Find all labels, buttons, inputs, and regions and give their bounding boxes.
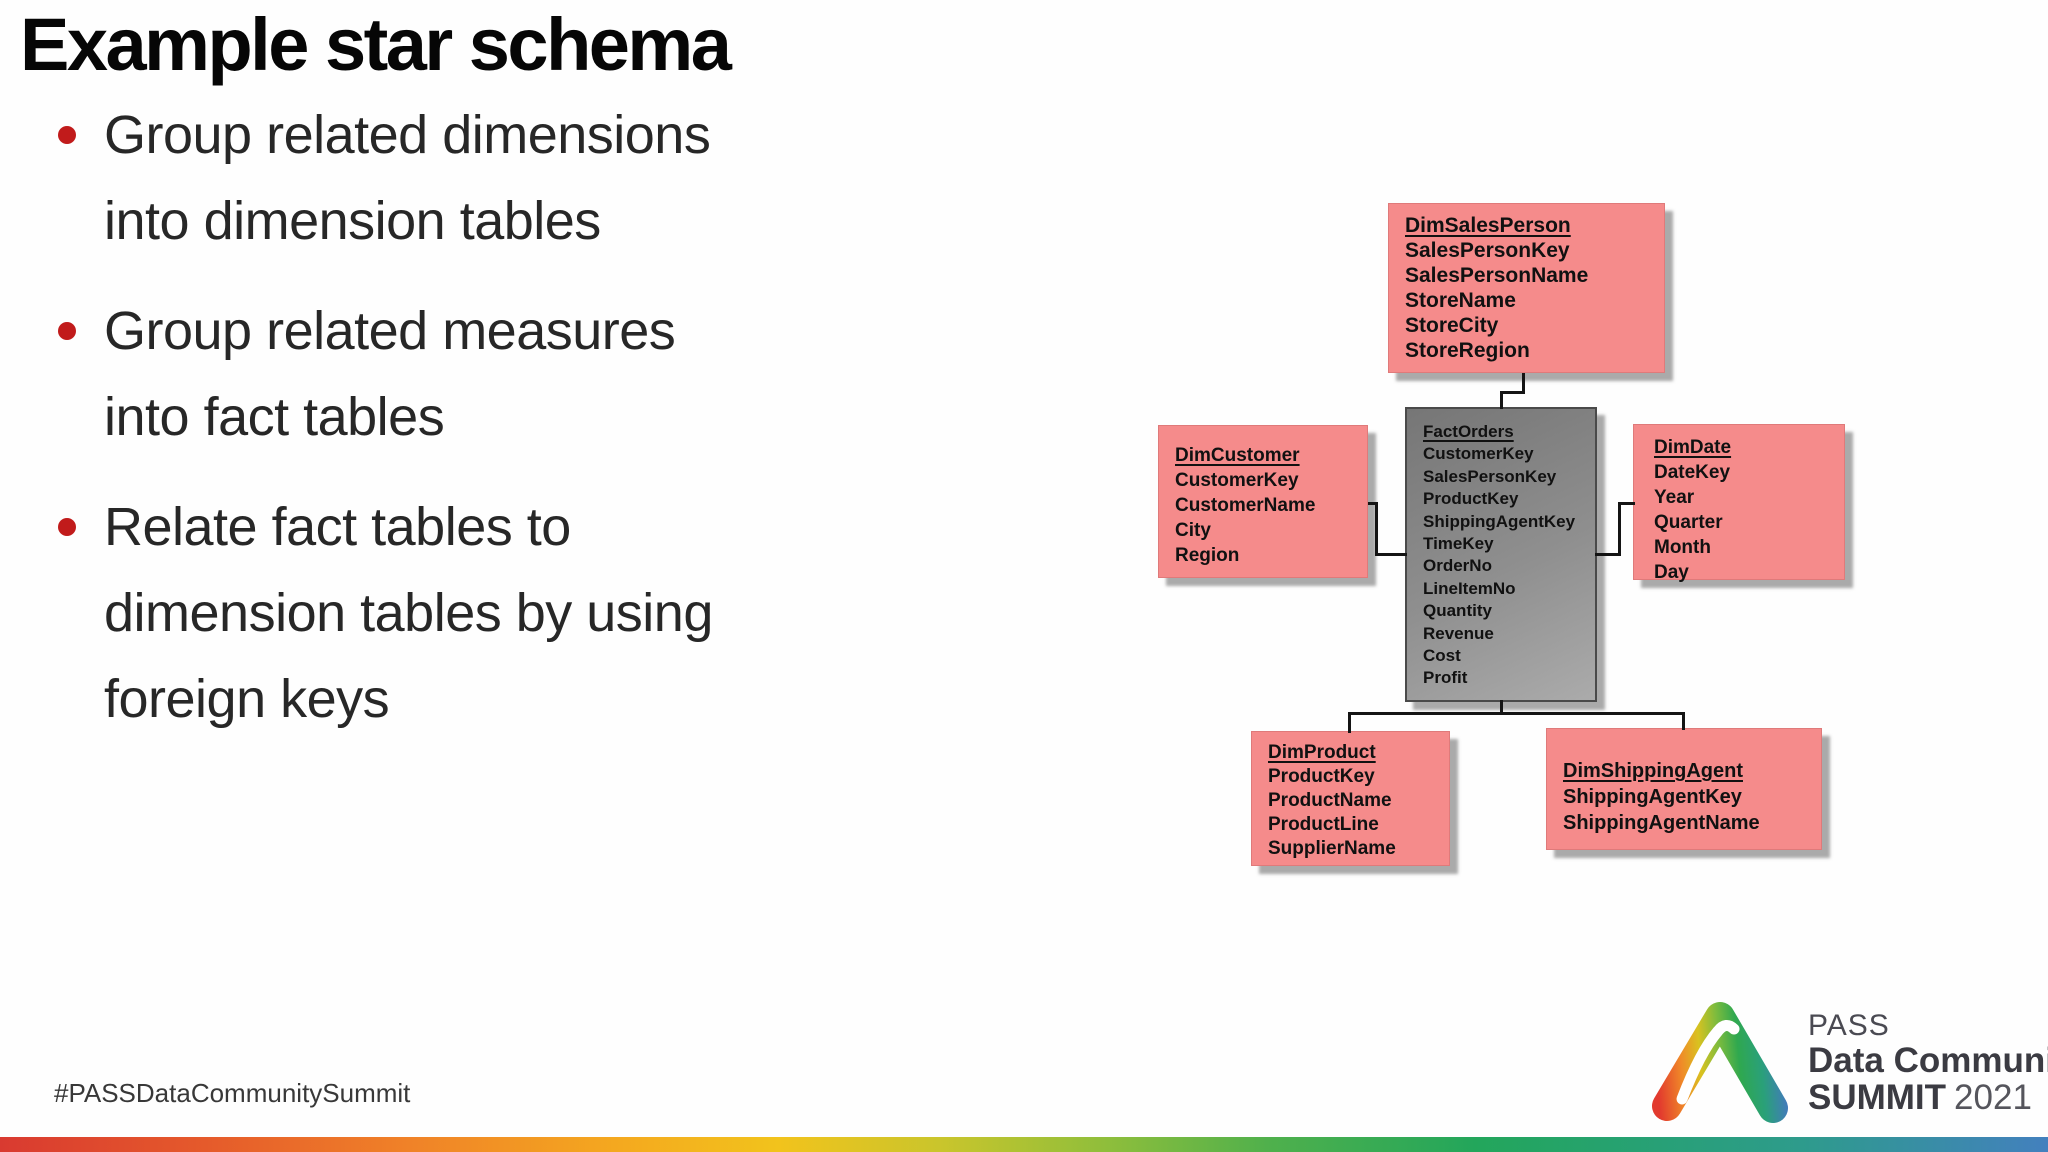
- table-field: ShippingAgentKey: [1423, 511, 1576, 531]
- connector-fact-bottom: [1500, 700, 1503, 715]
- table-field: OrderNo: [1423, 556, 1492, 576]
- table-field: StoreRegion: [1405, 339, 1530, 362]
- table-field: ShippingAgentName: [1563, 812, 1760, 834]
- table-title: DimShippingAgent: [1563, 760, 1743, 782]
- table-field: TimeKey: [1423, 534, 1494, 554]
- table-title: DimSalesPerson: [1405, 214, 1571, 237]
- logo-summit-label: SUMMIT: [1808, 1077, 1947, 1117]
- connector-salesperson-fact: [1522, 373, 1525, 394]
- table-field: Day: [1654, 562, 1689, 583]
- connector-product-fact: [1348, 712, 1351, 733]
- table-field: Revenue: [1423, 623, 1494, 643]
- connector-date-fact: [1618, 502, 1635, 505]
- table-title: DimProduct: [1268, 742, 1376, 763]
- connector-fact-bottom: [1348, 712, 1685, 715]
- table-field: ProductKey: [1423, 489, 1519, 509]
- table-field: Quarter: [1654, 512, 1723, 533]
- table-field: SalesPersonKey: [1405, 239, 1570, 262]
- table-field: Quantity: [1423, 601, 1492, 621]
- table-field: CustomerName: [1175, 495, 1316, 516]
- table-field: Month: [1654, 537, 1711, 558]
- bullet-item: Group related dimensions into dimension …: [42, 92, 922, 264]
- logo-pass-label: PASS: [1808, 1008, 1890, 1042]
- table-field: Cost: [1423, 646, 1461, 666]
- table-field: SupplierName: [1268, 838, 1396, 859]
- bullet-item: Relate fact tables to dimension tables b…: [42, 484, 922, 742]
- bullet-text: Group related dimensions into dimension …: [104, 105, 711, 251]
- table-title: DimCustomer: [1175, 445, 1300, 466]
- connector-salesperson-fact: [1500, 391, 1503, 409]
- table-field: SalesPersonName: [1405, 264, 1589, 287]
- bullet-dot: [58, 322, 76, 340]
- page-title: Example star schema: [20, 3, 732, 86]
- hashtag: #PASSDataCommunitySummit: [54, 1078, 411, 1108]
- table-field: ProductLine: [1268, 814, 1379, 835]
- table-field: CustomerKey: [1423, 444, 1534, 464]
- table-field: DateKey: [1654, 462, 1731, 483]
- table-field: City: [1175, 520, 1211, 541]
- connector-customer-fact: [1368, 502, 1378, 505]
- bullet-text: Relate fact tables to dimension tables b…: [104, 497, 713, 729]
- table-field: LineItemNo: [1423, 578, 1516, 598]
- logo-year-label: 2021: [1954, 1077, 2032, 1117]
- table-field: Year: [1654, 487, 1695, 508]
- connector-date-fact: [1618, 502, 1621, 556]
- connector-customer-fact: [1375, 502, 1378, 556]
- connector-shipping-fact: [1682, 712, 1685, 730]
- connector-customer-fact: [1375, 553, 1407, 556]
- table-title: FactOrders: [1423, 422, 1514, 441]
- bullet-list: Group related dimensions into dimension …: [42, 92, 922, 766]
- table-field: ProductName: [1268, 790, 1392, 811]
- table-field: CustomerKey: [1175, 470, 1299, 491]
- connector-salesperson-fact: [1500, 391, 1525, 394]
- table-field: Profit: [1423, 668, 1468, 688]
- table-field: ProductKey: [1268, 766, 1375, 787]
- table-field: Region: [1175, 545, 1240, 566]
- bullet-item: Group related measures into fact tables: [42, 288, 922, 460]
- rainbow-footer-bar: [0, 1137, 2048, 1152]
- bullet-text: Group related measures into fact tables: [104, 301, 676, 447]
- table-field: StoreCity: [1405, 314, 1499, 337]
- table-title: DimDate: [1654, 437, 1732, 458]
- summit-chevron-icon: [1652, 1002, 1788, 1123]
- bullet-dot: [58, 518, 76, 536]
- table-field: StoreName: [1405, 289, 1516, 312]
- table-field: SalesPersonKey: [1423, 466, 1557, 486]
- table-field: ShippingAgentKey: [1563, 786, 1742, 808]
- logo-data-community-label: Data Community: [1808, 1040, 2048, 1080]
- connector-date-fact: [1595, 553, 1621, 556]
- bullet-dot: [58, 126, 76, 144]
